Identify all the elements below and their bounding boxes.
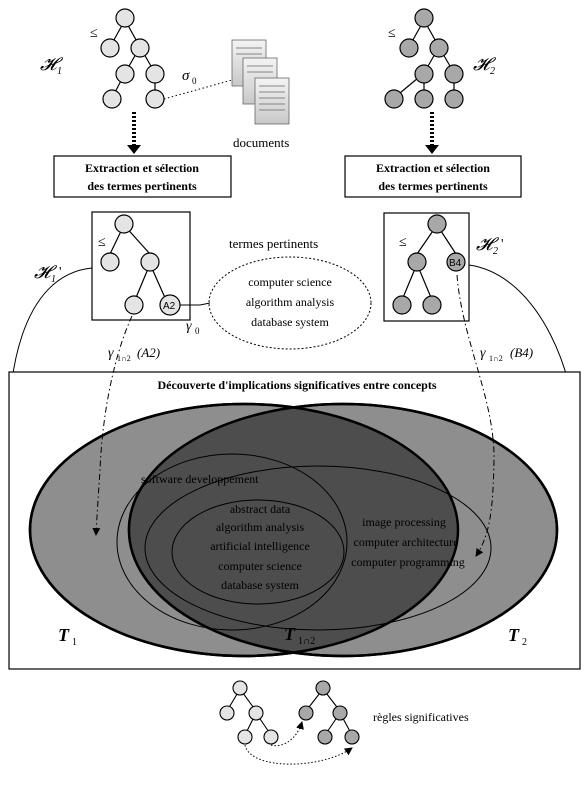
discovery-title: Découverte d'implications significatives… (157, 378, 436, 392)
inner-left-term-4: database system (221, 578, 299, 592)
sigma-label: σ (182, 68, 190, 84)
extraction-right-line1: Extraction et sélection (376, 161, 490, 175)
hierarchy-h1-tree (100, 8, 165, 109)
extraction-box-right (344, 155, 522, 198)
relevant-term-1: algorithm analysis (246, 295, 335, 309)
relevant-terms-title: termes pertinents (229, 236, 318, 251)
sigma-link (163, 79, 233, 100)
gamma0-label: γ (186, 319, 192, 334)
inner-right-term-1: computer architecture (354, 535, 459, 549)
relevant-term-2: database system (251, 315, 329, 329)
software-ellipse (116, 453, 348, 631)
extraction-box-left (53, 155, 232, 198)
extraction-right-line2: des termes pertinents (378, 179, 488, 193)
inner-right-term-0: image processing (362, 515, 446, 529)
inner-left-term-3: computer science (218, 559, 302, 573)
h1-prime-label-prime: ' (59, 265, 62, 280)
t2-label-sub: 2 (522, 637, 527, 648)
arrow-h2-extraction-head (425, 145, 439, 154)
extraction-left-line2: des termes pertinents (87, 179, 197, 193)
gamma0-link (180, 302, 211, 306)
documents-label: documents (233, 135, 289, 150)
gamma-left-arg: (A2) (137, 345, 160, 360)
leq-symbol-h2: ≤ (388, 26, 396, 41)
t2-label: T (508, 625, 520, 645)
programming-ellipse (144, 465, 492, 631)
gamma-right-label: γ (480, 346, 486, 361)
documents-icon (231, 39, 290, 125)
inner-right-term-2: computer programming (351, 555, 465, 569)
arrow-h1-extraction-head (127, 145, 141, 154)
set-t2-outline (127, 402, 559, 658)
term-software: software developpement (141, 472, 259, 486)
leq-symbol-h1p: ≤ (98, 235, 106, 250)
inner-left-term-0: abstract data (230, 502, 291, 516)
extraction-left-line1: Extraction et sélection (85, 161, 199, 175)
gamma-left-sub: 1∩2 (117, 354, 131, 363)
h1-prime-label-sub: 1 (51, 274, 56, 285)
rule-arrow-2 (244, 744, 353, 765)
hierarchy-h2-prime-tree (392, 214, 466, 315)
rules-tree-light (219, 680, 279, 745)
rules-tree-dark (298, 680, 360, 745)
inner-left-term-2: artificial intelligence (210, 539, 310, 553)
rules-label: règles significatives (373, 710, 469, 724)
hierarchy-h2-tree (384, 8, 464, 109)
core-terms-ellipse (171, 499, 345, 605)
t12-label-sub: 1∩2 (298, 636, 315, 647)
hierarchy-h1-prime-tree (100, 214, 181, 316)
gamma-arrow-b4 (456, 274, 495, 557)
h1-label-sub: 1 (57, 66, 62, 77)
h2-prime-label-prime: ' (501, 237, 504, 252)
h2-prime-label-sub: 2 (493, 246, 498, 257)
set-t1-outline (28, 402, 460, 658)
h2-label-sub: 2 (490, 66, 495, 77)
gamma-left-label: γ (108, 346, 114, 361)
gamma0-label-sub: 0 (195, 326, 200, 336)
leq-symbol-h1: ≤ (90, 26, 98, 41)
relevant-terms-ellipse (208, 256, 372, 350)
leq-symbol-h2p: ≤ (399, 235, 407, 250)
node-label-a2: A2 (163, 301, 176, 312)
t1-label: T (58, 625, 70, 645)
t12-label: T (284, 624, 296, 644)
relevant-term-0: computer science (248, 275, 332, 289)
node-label-b4: B4 (449, 258, 462, 269)
gamma-right-sub: 1∩2 (489, 354, 503, 363)
inner-left-term-1: algorithm analysis (216, 520, 305, 534)
sigma-label-sub: 0 (192, 76, 197, 86)
t1-label-sub: 1 (72, 637, 77, 648)
gamma-right-arg: (B4) (510, 345, 533, 360)
